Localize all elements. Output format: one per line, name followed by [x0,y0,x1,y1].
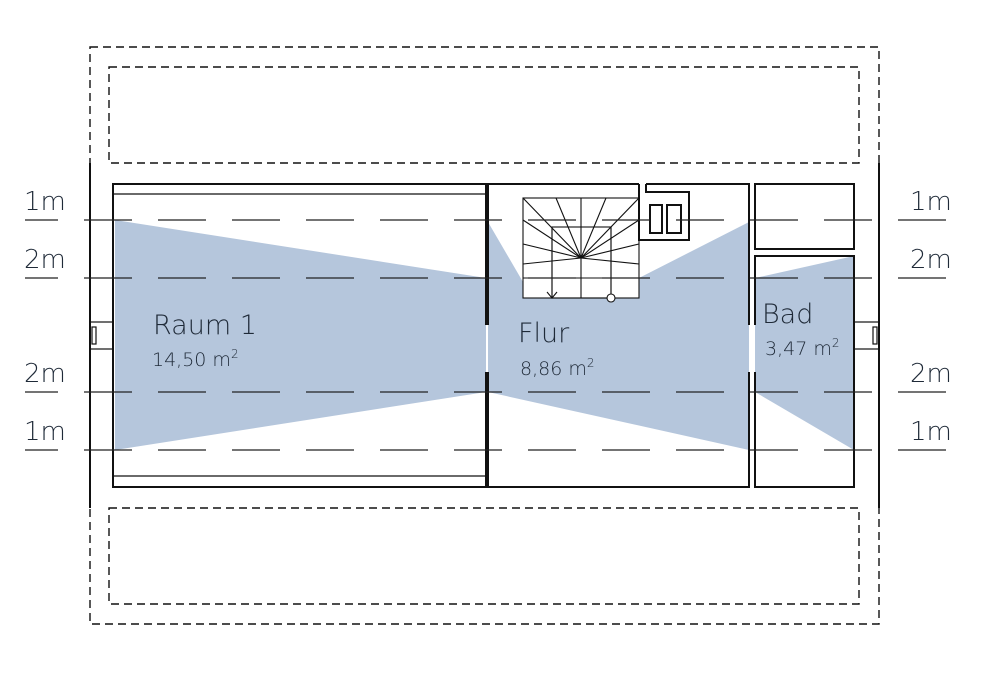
room-area: 14,50 m2 [152,347,239,371]
height-label-left: 2m [24,245,66,275]
staircase [522,197,640,303]
room-area: 8,86 m2 [520,356,595,380]
height-label-left: 1m [24,187,66,217]
room-area: 3,47 m2 [765,336,840,360]
area-bad [755,256,854,450]
roof-area-top [108,66,860,164]
window-left [89,321,114,350]
room-raum-1-walls [89,183,487,488]
roof-area-bottom [108,507,860,605]
shaft [649,204,663,234]
room-name: Flur [518,318,570,349]
height-label-right: 2m [910,245,952,275]
room-name: Raum 1 [153,310,257,341]
roof-outline [89,46,880,625]
height-label-left: 2m [24,359,66,389]
height-label-right: 1m [910,417,952,447]
height-label-left: 1m [24,417,66,447]
height-lines [25,219,958,451]
height-label-right: 1m [910,187,952,217]
room-bad-walls [754,183,880,488]
height-label-right: 2m [910,359,952,389]
window-right [853,321,880,350]
room-name: Bad [762,299,813,330]
area-flur [488,222,749,450]
